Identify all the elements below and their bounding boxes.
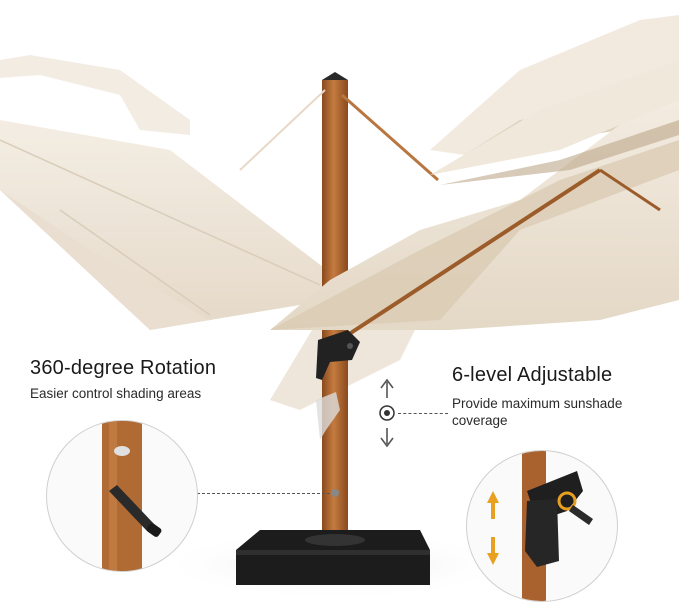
adjust-connector-line (398, 413, 448, 414)
main-canopy (270, 60, 679, 342)
rotation-subtitle: Easier control shading areas (30, 386, 202, 401)
tilt-handle (316, 330, 360, 380)
ghost-canopy-left (0, 55, 340, 330)
arrow-up-icon (380, 378, 394, 398)
umbrella-base (236, 489, 430, 585)
crank-detail-circle (46, 420, 198, 572)
rotation-title: 360-degree Rotation (30, 357, 217, 379)
tilt-detail-circle (466, 450, 618, 602)
target-dot-icon (379, 405, 395, 421)
adjustable-subtitle: Provide maximum sunshade coverage (452, 396, 623, 428)
tilt-arrows-icon (487, 451, 593, 601)
arrow-down-icon (380, 428, 394, 448)
crank-connector-line (192, 493, 330, 494)
adjustable-title: 6-level Adjustable (452, 364, 613, 386)
crank-handle-icon (102, 421, 162, 571)
